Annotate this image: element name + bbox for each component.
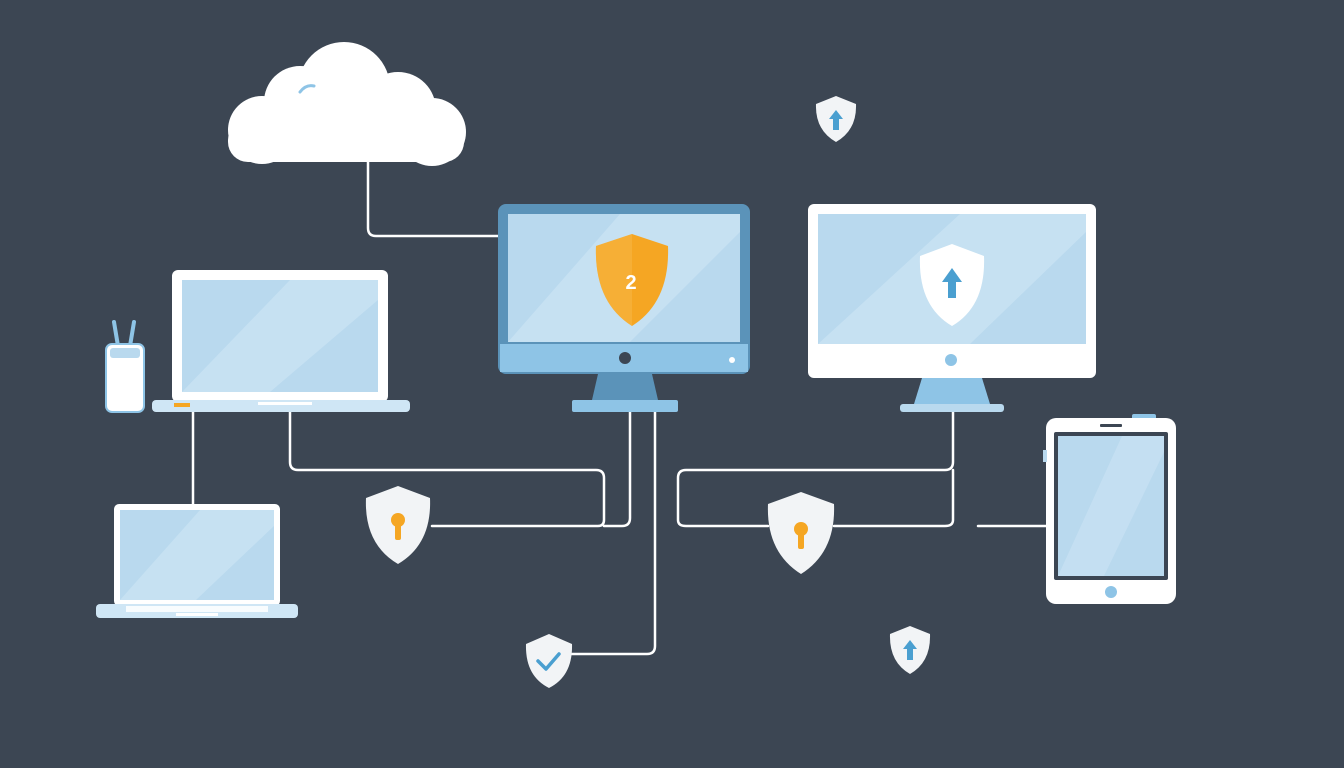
monitor2-to-center-shield-line (676, 410, 955, 528)
main-monitor-shield-label: 2 (625, 272, 636, 294)
shield-arrow-top (815, 96, 857, 142)
monitor-stand-line (602, 410, 632, 528)
laptop-top (152, 270, 410, 412)
secondary-monitor-shield (919, 244, 985, 326)
main-monitor-shield: 2 (595, 234, 669, 326)
laptop-bottom (96, 504, 298, 618)
router-icon (105, 320, 145, 413)
monitor-to-check-shield-line (564, 410, 657, 656)
upload-arrow-icon (829, 110, 843, 130)
tablet (1043, 414, 1176, 604)
shield-lock-center (767, 492, 835, 574)
laptop-to-shield-line (288, 408, 606, 528)
connector-lines (191, 158, 1048, 656)
shield-lock-left (365, 486, 431, 564)
monitor2-stand-line (832, 468, 955, 528)
cloud-highlight (298, 84, 316, 94)
shield-arrow-bottom (889, 626, 931, 674)
cloud-icon (228, 42, 466, 166)
keyhole-icon (794, 522, 808, 549)
checkmark-icon (536, 652, 561, 671)
upload-arrow-icon (942, 268, 962, 298)
cloud-to-monitor-line (366, 158, 502, 238)
shield-check-bottom (525, 634, 573, 688)
upload-arrow-icon (903, 640, 917, 660)
keyhole-icon (391, 513, 405, 540)
